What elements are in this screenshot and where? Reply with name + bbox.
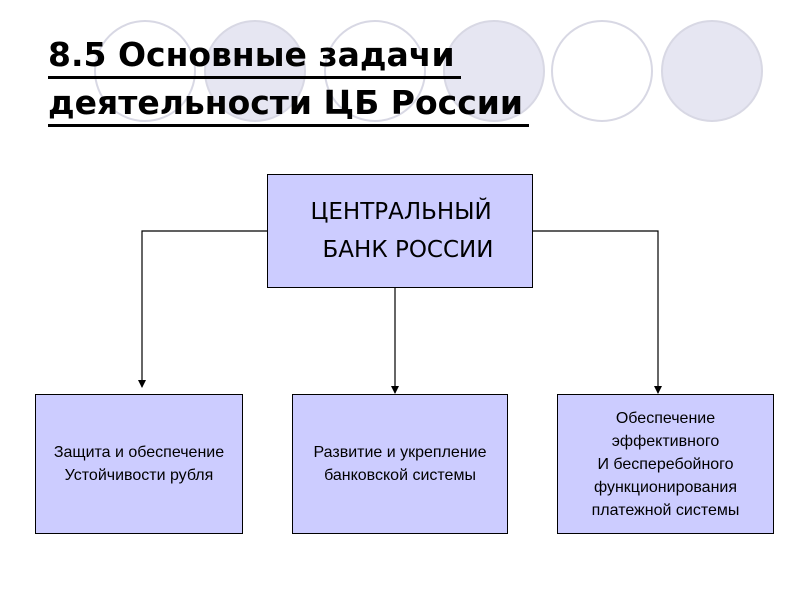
central-bank-label: ЦЕНТРАЛЬНЫЙ БАНК РОССИИ bbox=[307, 193, 494, 269]
task-label-line: банковской системы bbox=[324, 467, 476, 484]
task-label-line: И бесперебойного bbox=[597, 455, 734, 473]
slide-title: 8.5 Основные задачи деятельности ЦБ Росс… bbox=[48, 31, 668, 127]
central-bank-label-line-1: ЦЕНТРАЛЬНЫЙ bbox=[310, 199, 492, 225]
slide-title-line-1: 8.5 Основные задачи bbox=[48, 34, 461, 79]
task-label-payment-system: Обеспечение эффективного И бесперебойног… bbox=[592, 407, 740, 522]
decor-circle bbox=[94, 20, 196, 122]
decor-circle bbox=[204, 20, 306, 122]
decor-circle bbox=[551, 20, 653, 122]
central-bank-label-line-2: БАНК РОССИИ bbox=[322, 237, 494, 263]
task-label-line: Защита и обеспечение bbox=[53, 444, 225, 461]
task-label-line: Развитие и укрепление bbox=[313, 444, 487, 461]
connector-right bbox=[533, 230, 662, 394]
task-box-banking-system: Развитие и укрепление банковской системы bbox=[292, 394, 508, 534]
slide-title-line-2: деятельности ЦБ России bbox=[48, 82, 530, 127]
decorative-circles bbox=[94, 20, 763, 122]
task-label-line: эффективного bbox=[611, 432, 720, 450]
decor-circle bbox=[443, 20, 545, 122]
decor-circle bbox=[661, 20, 763, 122]
task-label-banking-system: Развитие и укрепление банковской системы bbox=[314, 441, 487, 487]
task-box-ruble-stability: Защита и обеспечение Устойчивости рубля bbox=[35, 394, 243, 534]
task-label-ruble-stability: Защита и обеспечение Устойчивости рубля bbox=[54, 441, 224, 487]
central-bank-box: ЦЕНТРАЛЬНЫЙ БАНК РОССИИ bbox=[267, 174, 533, 288]
task-label-line: платежной системы bbox=[591, 501, 740, 519]
task-box-payment-system: Обеспечение эффективного И бесперебойног… bbox=[557, 394, 774, 534]
decor-circle bbox=[324, 20, 426, 122]
task-label-line: Обеспечение bbox=[615, 409, 716, 427]
connector-left bbox=[138, 230, 267, 388]
task-label-line: функционирования bbox=[593, 478, 738, 496]
task-label-line: Устойчивости рубля bbox=[64, 467, 214, 484]
